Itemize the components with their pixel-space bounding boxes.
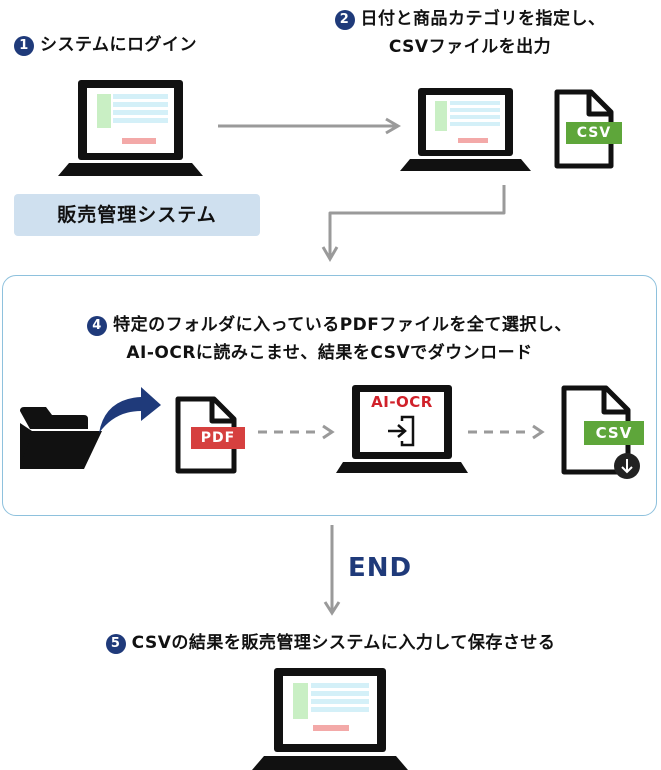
step1-text: システムにログイン [40,35,197,55]
curved-arrow-icon [99,387,161,433]
download-icon [614,453,640,479]
step1-number: 1 [14,36,34,56]
step2-number: 2 [334,10,355,30]
connector-arrow-icon [321,185,506,262]
step5-number: 5 [105,634,126,654]
step2-line1: 日付と商品カテゴリを指定し、 [360,9,606,29]
laptop-export-icon [400,88,531,171]
arrow-right-icon [218,117,401,135]
step4-line2: AI-OCRに読みこませ、結果をCSVでダウンロード [126,343,533,363]
ai-ocr-label: AI-OCR [371,393,433,411]
laptop-input-icon [252,668,408,770]
step4-number: 4 [87,316,108,336]
laptop-login-icon [58,80,203,176]
csv-badge-bottom: CSV [584,421,644,445]
dashed-arrow-icon [258,424,335,440]
sales-system-label: 販売管理システム [14,194,260,236]
step2-line2: CSVファイルを出力 [388,37,552,57]
csv-badge-top: CSV [566,122,622,144]
ai-ocr-laptop-icon [336,385,468,473]
ai-ocr-panel [2,275,657,516]
arrow-down-icon [323,525,341,616]
step4-line1: 特定のフォルダに入っているPDFファイルを全て選択し、 [113,315,572,335]
dashed-arrow-icon [468,424,545,440]
step5-text: CSVの結果を販売管理システムに入力して保存させる [131,633,556,653]
folder-icon [20,407,102,469]
end-label: END [348,553,413,583]
step1-title: 1 システムにログイン [14,30,197,56]
pdf-badge: PDF [191,427,245,449]
